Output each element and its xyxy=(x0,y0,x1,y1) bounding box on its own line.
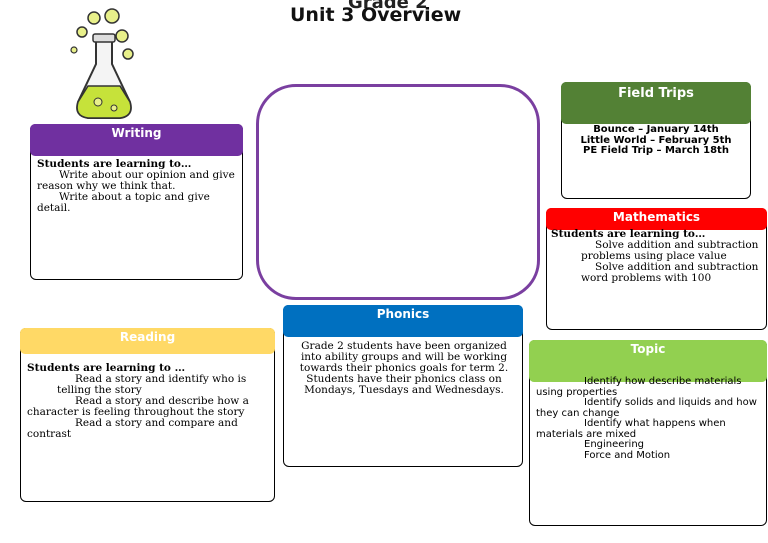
mathematics-content: Students are learning to… Solve addition… xyxy=(551,228,766,285)
center-frame xyxy=(256,84,540,300)
writing-content: Students are learning to… Write about ou… xyxy=(37,158,237,215)
mathematics-lead: Students are learning to… xyxy=(551,228,706,240)
grade-label: Grade 2 xyxy=(348,0,428,13)
mathematics-item: Solve addition and subtraction word prob… xyxy=(581,261,759,285)
reading-content: Students are learning to … Read a story … xyxy=(27,362,267,441)
field-trips-heading: Field Trips xyxy=(561,82,751,124)
topic-heading: Topic xyxy=(529,340,767,382)
topic-item: Identify solids and liquids and how they… xyxy=(536,397,757,419)
reading-lead: Students are learning to … xyxy=(27,362,186,374)
flask-icon xyxy=(70,8,134,119)
topic-item: Identify how describe materials using pr… xyxy=(536,376,742,398)
unit-title: Unit 3 Overview xyxy=(290,4,462,26)
writing-item: Write about our opinion and give reason … xyxy=(37,169,235,193)
phonics-panel: Phonics Grade 2 students have been organ… xyxy=(283,305,523,467)
topic-content: Identify how describe materials using pr… xyxy=(536,376,762,461)
field-trip-item: Little World – February 5th xyxy=(580,134,732,146)
topic-item: Force and Motion xyxy=(584,449,671,461)
reading-item: Read a story and describe how a characte… xyxy=(27,395,249,419)
field-trips-content: Bounce – January 14th Little World – Feb… xyxy=(570,124,742,157)
phonics-heading: Phonics xyxy=(283,305,523,337)
writing-panel: Writing Students are learning to… Write … xyxy=(30,124,243,280)
topic-panel: Topic Identify how describe materials us… xyxy=(529,340,767,526)
writing-heading: Writing xyxy=(30,124,243,156)
topic-item: Identify what happens when materials are… xyxy=(536,418,726,440)
field-trips-panel: Field Trips Bounce – January 14th Little… xyxy=(561,82,751,199)
reading-item: Read a story and compare and contrast xyxy=(27,417,238,441)
field-trip-item: PE Field Trip – March 18th xyxy=(583,145,729,156)
phonics-content: Grade 2 students have been organized int… xyxy=(299,340,509,397)
mathematics-panel: Mathematics Students are learning to… So… xyxy=(546,208,767,330)
mathematics-item: Solve addition and subtraction problems … xyxy=(581,239,759,263)
reading-panel: Reading Students are learning to … Read … xyxy=(20,328,275,502)
writing-item: Write about a topic and give detail. xyxy=(37,191,210,215)
field-trip-item: Bounce – January 14th xyxy=(593,124,719,135)
mathematics-heading: Mathematics xyxy=(546,208,767,230)
page-title: Grade 2 Unit 3 Overview xyxy=(290,0,530,30)
reading-heading: Reading xyxy=(20,328,275,354)
reading-item: Read a story and identify who is telling… xyxy=(57,373,247,397)
writing-lead: Students are learning to… xyxy=(37,158,192,170)
topic-item: Engineering xyxy=(584,439,644,450)
